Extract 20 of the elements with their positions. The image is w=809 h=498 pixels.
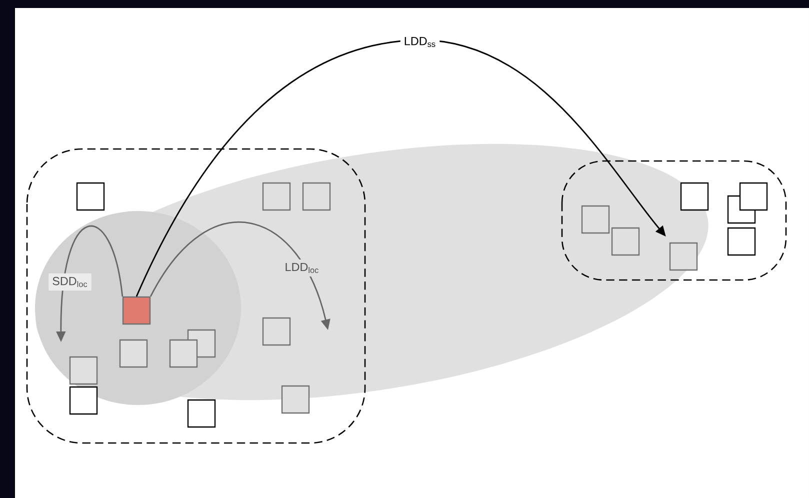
edge-label: LDD$_{loc}$ <box>281 259 323 277</box>
edge-label: LDD$_{ss}$ <box>400 34 440 50</box>
edge-label: SDD$_{loc}$ <box>48 273 92 291</box>
square <box>669 242 698 271</box>
square <box>281 385 310 414</box>
square <box>739 182 768 211</box>
square <box>187 399 216 428</box>
square <box>611 227 640 256</box>
square <box>169 339 198 368</box>
square <box>581 205 610 234</box>
square <box>302 182 331 211</box>
square <box>680 182 709 211</box>
square <box>262 317 291 346</box>
square <box>69 386 98 415</box>
square <box>76 182 105 211</box>
square <box>262 182 291 211</box>
square <box>727 227 756 256</box>
square <box>69 356 98 385</box>
square <box>119 339 148 368</box>
source-square <box>122 296 151 325</box>
